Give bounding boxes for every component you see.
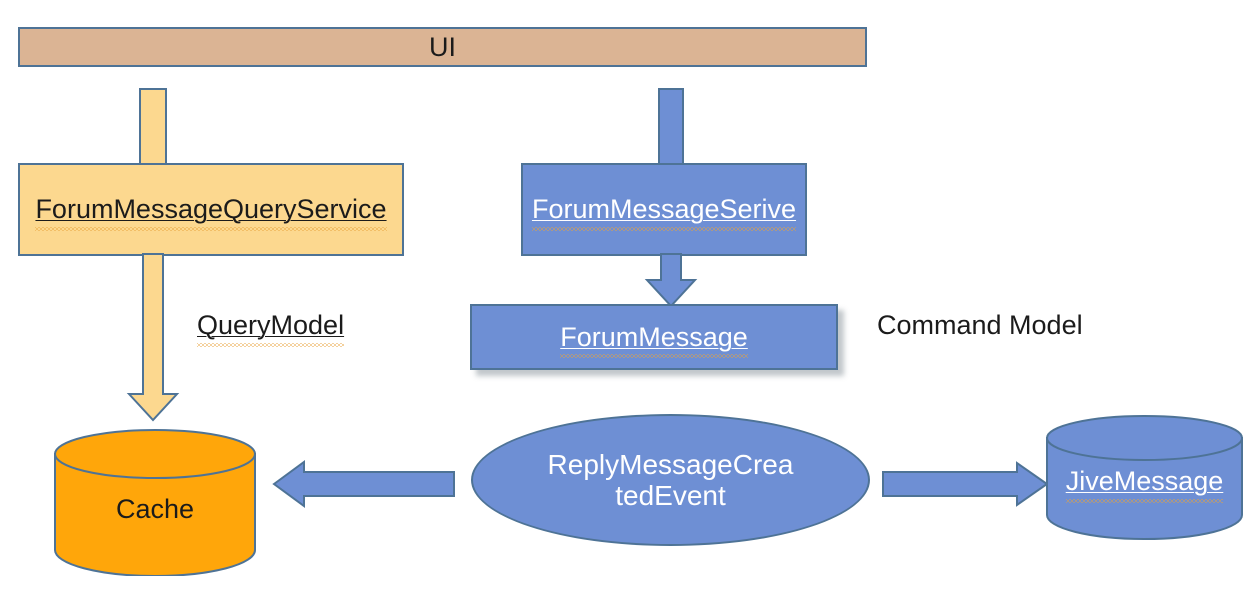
label-query-model: QueryModel: [197, 310, 345, 347]
node-forum-message-label: ForumMessage: [560, 321, 748, 359]
node-jive-message-label-text: JiveMessage: [1065, 466, 1224, 503]
node-ui-label: UI: [429, 31, 456, 62]
arrow-event-to-cache: [272, 459, 456, 509]
label-command-model-text: Command Model: [877, 310, 1083, 340]
node-cache[interactable]: Cache: [53, 428, 257, 576]
node-event-label-line1: ReplyMessageCrea: [547, 448, 794, 480]
node-forum-message[interactable]: ForumMessage: [470, 304, 838, 370]
node-ui[interactable]: UI: [18, 27, 867, 67]
arrow-event-to-jive-message: [881, 461, 1049, 507]
node-forum-message-query-service-label: ForumMessageQueryService: [35, 194, 387, 231]
label-command-model: Command Model: [877, 310, 1083, 341]
node-forum-message-serive-label: ForumMessageSerive: [531, 194, 797, 231]
node-forum-message-serive[interactable]: ForumMessageSerive: [521, 163, 807, 256]
connector-ui-to-query-service: [138, 88, 168, 168]
arrow-query-service-to-cache: [126, 253, 182, 422]
arrow-message-service-to-forum-message: [642, 253, 700, 308]
node-jive-message-label: JiveMessage: [1045, 466, 1244, 503]
node-jive-message[interactable]: JiveMessage: [1045, 414, 1244, 541]
node-event-label-line2: tedEvent: [615, 480, 726, 511]
connector-ui-to-message-service: [657, 88, 685, 168]
node-reply-message-created-event[interactable]: ReplyMessageCrea tedEvent: [471, 414, 870, 546]
label-query-model-text: QueryModel: [197, 310, 345, 347]
node-forum-message-query-service[interactable]: ForumMessageQueryService: [18, 163, 404, 256]
node-cache-label: Cache: [115, 494, 195, 524]
